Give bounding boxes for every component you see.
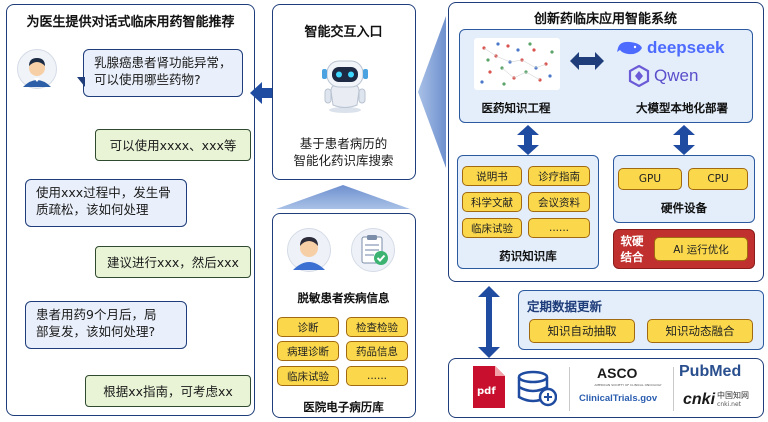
entry-panel-title: 智能交互入口 xyxy=(304,25,383,40)
pubmed-text: PubMed xyxy=(679,363,742,380)
cnki-logo: cnki 中国知网 cnki.net xyxy=(683,387,759,413)
cnki-text: cnki xyxy=(683,391,716,408)
pubmed-logo: PubMed xyxy=(679,363,741,381)
drug-kb-panel: 说明书 诊疗指南 科学文献 会议资料 临床试验 ...... 药识知识库 xyxy=(457,155,599,269)
question-bubble-1-tail xyxy=(77,77,85,87)
system-top-area: 医药知识工程 deepseek Qwen 大模型本地化部署 xyxy=(459,29,753,123)
arrow-system-to-entry-icon xyxy=(418,16,446,168)
qwen-icon xyxy=(628,65,650,87)
doctor-avatar xyxy=(17,49,57,89)
clinicaltrials-logo: ClinicalTrials.gov xyxy=(579,393,658,404)
answer-bubble-1: 可以使用xxxx、xxx等 xyxy=(95,129,251,161)
asco-sub-text: AMERICAN SOCIETY OF CLINICAL ONCOLOGY xyxy=(594,383,662,387)
update-title: 定期数据更新 xyxy=(527,299,603,314)
question-bubble-2: 使用xxx过程中，发生骨 质疏松，该如何处理 xyxy=(25,179,187,227)
system-panel: 创新药临床应用智能系统 医药知识工程 deepseek xyxy=(448,2,764,282)
entry-description: 基于患者病历的 智能化药识库搜索 xyxy=(273,135,414,169)
deepseek-logo: deepseek xyxy=(616,36,746,60)
sources-panel: pdf ASCO AMERICAN SOCIETY OF CLINICAL ON… xyxy=(448,358,764,418)
entry-panel: 智能交互入口 基于患者病历的 智能化药识库搜索 xyxy=(272,4,416,180)
cnki-sub: 中国知网 cnki.net xyxy=(717,391,749,409)
llm-deploy-label: 大模型本地化部署 xyxy=(636,101,728,115)
long-vertical-arrow-icon xyxy=(478,286,500,358)
kb-tag-2: 科学文献 xyxy=(462,192,522,212)
knowledge-graph-icon xyxy=(474,38,560,90)
patient-avatar-icon xyxy=(287,228,331,272)
pdf-label: pdf xyxy=(477,386,496,397)
question-2-line-2: 质疏松，该如何处理 xyxy=(36,202,149,217)
question-3-line-1: 患者用药9个月后，局 xyxy=(36,307,157,322)
arrow-up-icon xyxy=(276,183,410,209)
sources-divider xyxy=(569,367,570,411)
update-panel: 定期数据更新 知识自动抽取 知识动态融合 xyxy=(518,290,764,350)
entry-desc-line-2: 智能化药识库搜索 xyxy=(293,153,394,168)
emr-tag-1: 检查检验 xyxy=(346,317,408,337)
update-tag-1: 知识动态融合 xyxy=(647,319,753,343)
question-bubble-3: 患者用药9个月后，局 部复发，该如何处理? xyxy=(25,301,187,349)
bidirectional-arrow-icon xyxy=(570,52,604,70)
question-1-line-1: 乳腺癌患者肾功能异常， xyxy=(94,55,232,70)
patient-avatar xyxy=(287,228,331,272)
kb-label: 药识知识库 xyxy=(499,249,557,263)
fusion-tag: AI 运行优化 xyxy=(654,237,748,261)
knowledge-eng-label: 医药知识工程 xyxy=(481,101,551,115)
emr-tag-5: ...... xyxy=(346,366,408,386)
hardware-label: 硬件设备 xyxy=(661,201,707,215)
vertical-double-arrow-icon xyxy=(673,125,695,155)
pdf-icon xyxy=(473,366,505,408)
fusion-label: 软硬 结合 xyxy=(619,233,645,265)
doctor-avatar-icon xyxy=(17,49,57,89)
kb-tag-4: 临床试验 xyxy=(462,218,522,238)
emr-tag-4: 临床试验 xyxy=(277,366,339,386)
emr-tag-0: 诊断 xyxy=(277,317,339,337)
emr-tag-3: 药品信息 xyxy=(346,341,408,361)
whale-icon xyxy=(617,41,642,55)
fusion-panel: 软硬 结合 AI 运行优化 xyxy=(613,229,755,269)
hardware-panel: GPU CPU 硬件设备 xyxy=(613,155,755,223)
deepseek-text: deepseek xyxy=(647,38,725,57)
cnki-cn-text: 中国知网 xyxy=(717,391,750,400)
vertical-double-arrow-icon xyxy=(517,125,539,155)
question-1-line-2: 可以使用哪些药物? xyxy=(94,72,201,87)
answer-1-text: 可以使用xxxx、xxx等 xyxy=(109,137,237,153)
sources-divider xyxy=(673,367,674,411)
answer-bubble-2: 建议进行xxx，然后xxx xyxy=(95,246,251,278)
asco-logo: ASCO xyxy=(597,365,638,381)
chat-panel-title: 为医生提供对话式临床用药智能推荐 xyxy=(26,15,235,30)
answer-3-text: 根据xx指南，可考虑xx xyxy=(103,383,233,399)
emr-section-label: 脱敏患者疾病信息 xyxy=(297,291,390,305)
question-3-line-2: 部复发，该如何处理? xyxy=(36,324,156,339)
medical-record-icon xyxy=(351,228,395,272)
cnki-url-text: cnki.net xyxy=(717,401,742,408)
database-icon xyxy=(517,369,558,407)
qwen-logo: Qwen xyxy=(628,64,738,88)
emr-tag-2: 病理诊断 xyxy=(277,341,339,361)
question-2-line-1: 使用xxx过程中，发生骨 xyxy=(36,185,171,200)
question-bubble-1: 乳腺癌患者肾功能异常， 可以使用哪些药物? xyxy=(83,49,243,97)
fusion-label-line-2: 结合 xyxy=(620,250,644,264)
arrow-left-icon xyxy=(250,80,276,106)
kb-tag-1: 诊疗指南 xyxy=(528,166,590,186)
entry-desc-line-1: 基于患者病历的 xyxy=(299,136,388,151)
update-tag-0: 知识自动抽取 xyxy=(529,319,635,343)
emr-footer-label: 医院电子病历库 xyxy=(303,400,384,414)
hardware-tag-cpu: CPU xyxy=(688,168,748,190)
fusion-label-line-1: 软硬 xyxy=(620,234,644,248)
robot-icon xyxy=(317,55,373,113)
kb-tag-0: 说明书 xyxy=(462,166,522,186)
emr-panel: 脱敏患者疾病信息 诊断 检查检验 病理诊断 药品信息 临床试验 ...... 医… xyxy=(272,213,416,418)
qwen-text: Qwen xyxy=(654,66,699,85)
hardware-tag-gpu: GPU xyxy=(618,168,682,190)
system-panel-title: 创新药临床应用智能系统 xyxy=(533,12,677,27)
kb-tag-3: 会议资料 xyxy=(528,192,590,212)
kb-tag-5: ...... xyxy=(528,218,590,238)
answer-2-text: 建议进行xxx，然后xxx xyxy=(107,254,239,270)
answer-bubble-3: 根据xx指南，可考虑xx xyxy=(85,375,251,407)
chat-panel: 为医生提供对话式临床用药智能推荐 乳腺癌患者肾功能异常， 可以使用哪些药物? 可… xyxy=(6,4,255,416)
